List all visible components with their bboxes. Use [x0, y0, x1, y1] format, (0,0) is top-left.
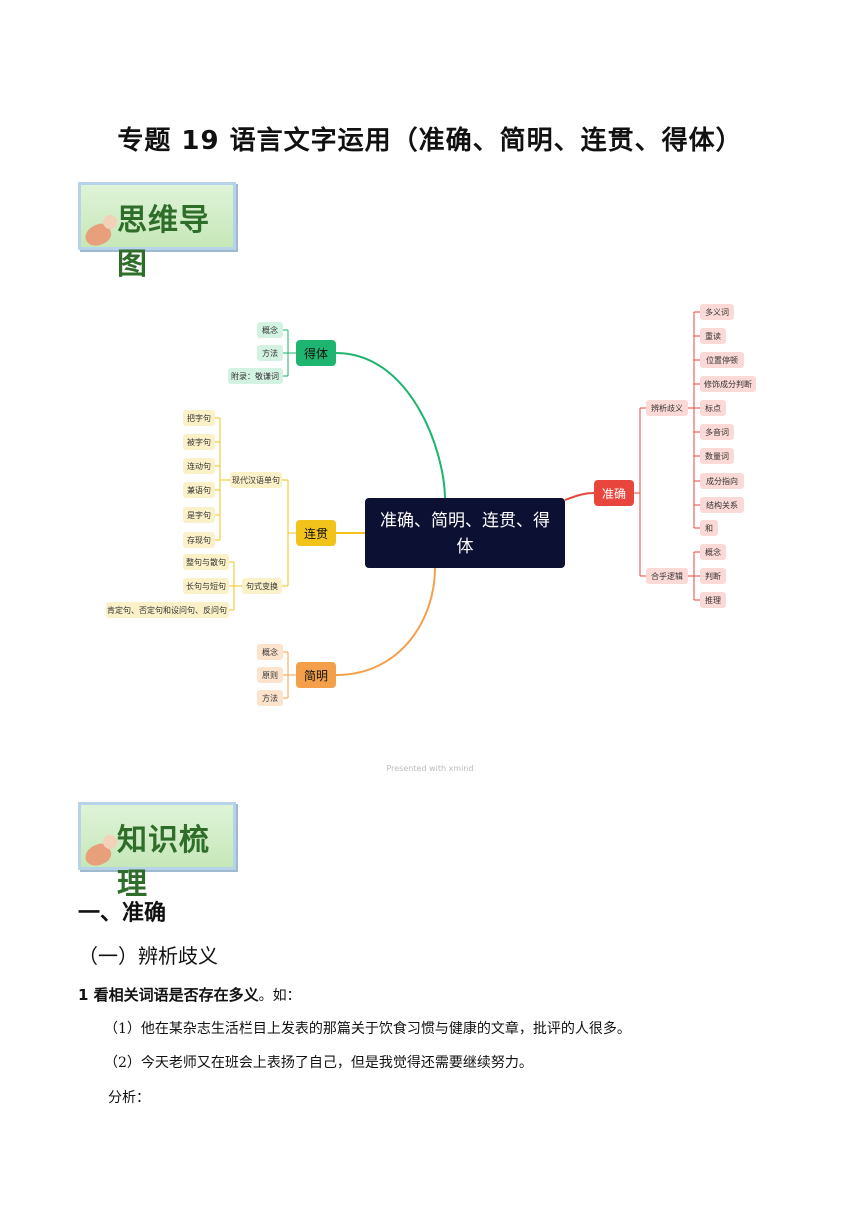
- center-node-label-2: 体: [457, 537, 474, 557]
- page-title: 专题 19 语言文字运用（准确、简明、连贯、得体）: [117, 126, 743, 156]
- zhunque-sub: 辨析歧义: [651, 403, 683, 413]
- analysis-label: 分析：: [108, 1090, 150, 1106]
- zhunque-leaf: 数量词: [705, 451, 729, 461]
- jianming-leaf: 方法: [262, 693, 278, 703]
- lianguan-leaf: 肯定句、否定句和设问句、反问句: [107, 605, 227, 615]
- lianguan-leaf: 把字句: [187, 413, 211, 423]
- lianguan-leaf: 被字句: [187, 437, 211, 447]
- zhunque-leaf: 修饰成分判断: [704, 379, 752, 389]
- node-lianguan: [296, 520, 336, 546]
- node-deti-label: 得体: [304, 346, 328, 361]
- knowledge-banner: 知识梳理: [78, 802, 236, 902]
- lianguan-leaf: 存现句: [187, 535, 211, 545]
- zhunque-leaf: 判断: [705, 571, 721, 581]
- example-2: （2）今天老师又在班会上表扬了自己，但是我觉得还需要继续努力。: [104, 1055, 533, 1071]
- zhunque-leaf: 重读: [705, 331, 721, 341]
- zhunque-leaf: 概念: [705, 547, 721, 557]
- zhunque-leaf: 多义词: [705, 307, 729, 317]
- lianguan-leaf: 长句与短句: [186, 581, 226, 591]
- zhunque-leaf: 和: [705, 524, 713, 533]
- deti-leaf: 附录：敬谦词: [231, 371, 279, 381]
- node-lianguan-label: 连贯: [304, 526, 328, 541]
- zhunque-leaf: 结构关系: [706, 500, 738, 510]
- jianming-leaf: 原则: [262, 670, 278, 680]
- mindmap-banner: 思维导图: [78, 182, 236, 282]
- node-deti: [296, 340, 336, 366]
- banner-label: 思维导图: [117, 203, 210, 282]
- edge-deti: [335, 352, 446, 501]
- edge-zhunque: [564, 492, 595, 501]
- node-jianming: [296, 662, 336, 688]
- lianguan-leaf: 连动句: [187, 461, 211, 471]
- zhunque-leaf: 位置停顿: [706, 355, 738, 365]
- watermark: Presented with xmind: [386, 764, 474, 773]
- section-heading: 一、准确: [78, 901, 167, 926]
- example-1: （1）他在某杂志生活栏目上发表的那篇关于饮食习惯与健康的文章，批评的人很多。: [104, 1021, 631, 1037]
- lianguan-sub: 句式变换: [246, 581, 278, 591]
- node-zhunque: [594, 480, 634, 506]
- banner-label: 知识梳理: [117, 823, 210, 902]
- lianguan-leaf: 兼语句: [187, 485, 211, 495]
- lianguan-leaf: 整句与散句: [186, 557, 226, 567]
- zhunque-leaf: 成分指向: [706, 476, 738, 486]
- zhunque-leaf: 标点: [705, 403, 721, 413]
- point-1: 1 看相关词语是否存在多义。如：: [78, 984, 301, 1005]
- deti-leaf: 方法: [262, 348, 278, 358]
- node-zhunque-label: 准确: [602, 487, 626, 501]
- lianguan-sub: 现代汉语单句: [232, 475, 280, 485]
- node-jianming-label: 简明: [304, 669, 328, 683]
- zhunque-sub: 合乎逻辑: [651, 571, 683, 581]
- deti-leaf: 概念: [262, 325, 278, 335]
- megaphone-bell-icon: [103, 215, 117, 229]
- zhunque-leaf: 多音词: [705, 427, 729, 437]
- center-node: [365, 498, 565, 568]
- lianguan-leaf: 是字句: [187, 510, 211, 520]
- point-1-rest: 。如：: [258, 988, 301, 1004]
- center-node-label-1: 准确、简明、连贯、得: [380, 511, 550, 531]
- subsection-heading: （一）辨析歧义: [78, 944, 218, 968]
- zhunque-leaf: 推理: [705, 595, 721, 605]
- point-1-bold: 1 看相关词语是否存在多义: [78, 986, 259, 1004]
- edge-jianming: [335, 567, 436, 676]
- megaphone-bell-icon: [103, 835, 117, 849]
- mind-map: 准确、简明、连贯、得 体 得体 连贯 简明 准确 概念 方法 附录：敬谦词 现代…: [106, 304, 756, 706]
- jianming-leaf: 概念: [262, 647, 278, 657]
